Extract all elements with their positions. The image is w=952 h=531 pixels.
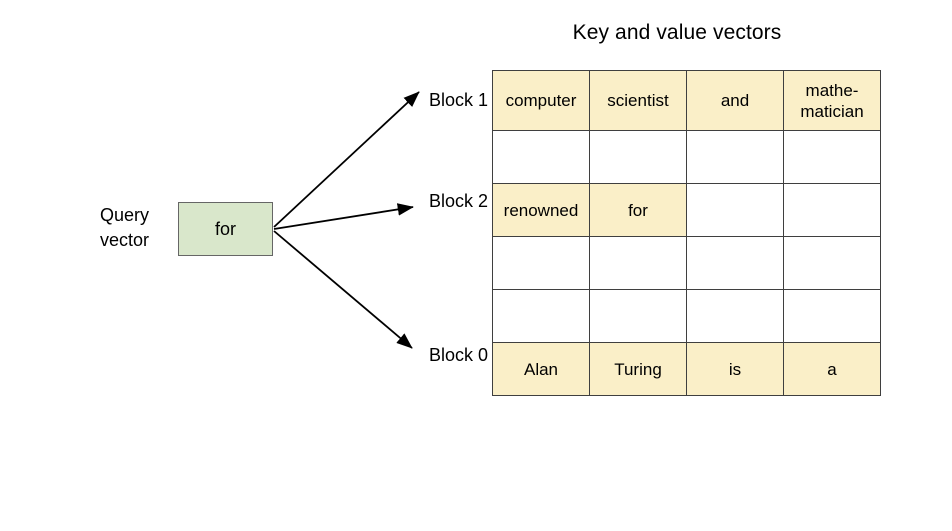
table-cell-token: Turing bbox=[589, 342, 687, 396]
table-cell-token: a bbox=[783, 342, 881, 396]
table-cell-token: mathe-matician bbox=[783, 70, 881, 131]
table-cell-empty bbox=[783, 236, 881, 290]
table-row bbox=[492, 236, 881, 290]
table-cell-token: scientist bbox=[589, 70, 687, 131]
query-vector-label-line1: Query bbox=[100, 205, 150, 225]
table-cell-empty bbox=[589, 289, 687, 343]
table-cell-token: and bbox=[686, 70, 784, 131]
table-row bbox=[492, 289, 881, 343]
table-cell-empty bbox=[589, 236, 687, 290]
table-cell-token: renowned bbox=[492, 183, 590, 237]
table-cell-empty bbox=[686, 130, 784, 184]
block-label-block-2: Block 2 bbox=[428, 191, 488, 211]
table-cell-empty bbox=[686, 183, 784, 237]
query-vector-label: Query vector bbox=[100, 203, 174, 253]
query-vector-label-line2: vector bbox=[100, 230, 150, 250]
table-cell-empty bbox=[492, 289, 590, 343]
table-cell-token: Alan bbox=[492, 342, 590, 396]
table-cell-line: matician bbox=[800, 101, 864, 121]
block-label-block-1: Block 1 bbox=[428, 90, 488, 110]
table-cell-token: for bbox=[589, 183, 687, 237]
block-label-block-0: Block 0 bbox=[428, 345, 488, 365]
table-cell-empty bbox=[686, 289, 784, 343]
table-cell-empty bbox=[686, 236, 784, 290]
table-cell-empty bbox=[492, 236, 590, 290]
table-cell-empty bbox=[589, 130, 687, 184]
table-cell-empty bbox=[783, 289, 881, 343]
arrow-to-block-2-line bbox=[273, 203, 414, 230]
table-cell-empty bbox=[783, 130, 881, 184]
table-cell-empty bbox=[783, 183, 881, 237]
table-cell-empty bbox=[492, 130, 590, 184]
query-vector-token: for bbox=[214, 218, 236, 239]
table-cell-token: computer bbox=[492, 70, 590, 131]
arrow-to-block-1-line bbox=[273, 91, 420, 228]
table-row bbox=[492, 130, 881, 184]
table-cell-token: is bbox=[686, 342, 784, 396]
table-cell-line: mathe- bbox=[805, 80, 859, 100]
page-title: Key and value vectors bbox=[572, 21, 782, 44]
arrow-to-block-0-line bbox=[273, 230, 413, 349]
query-vector-box[interactable]: for bbox=[178, 202, 273, 256]
